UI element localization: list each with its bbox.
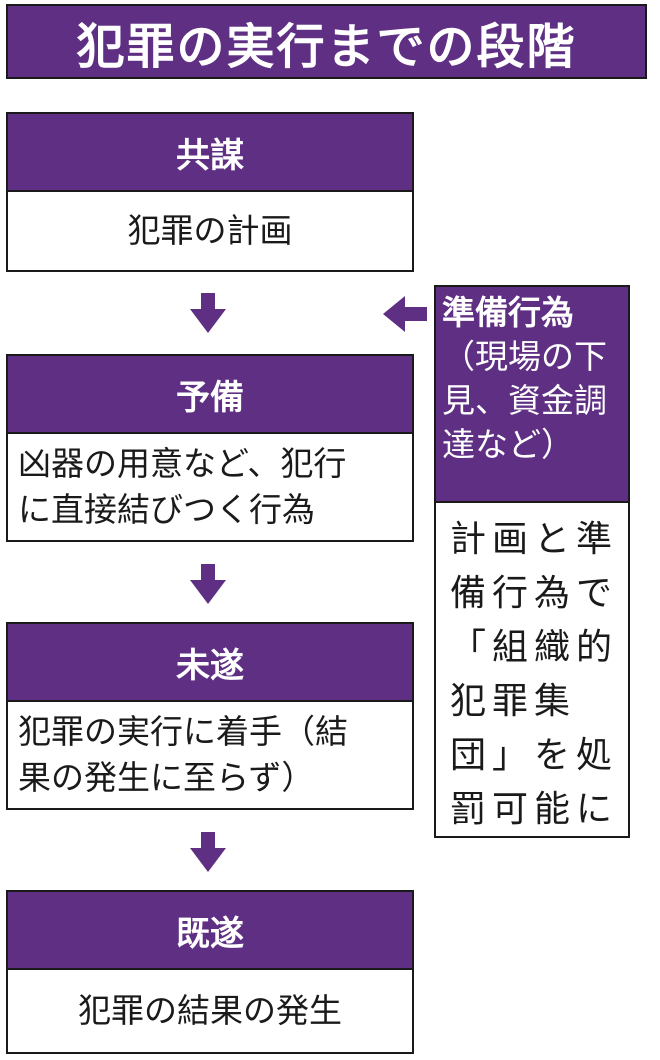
stage-description: 犯罪の実行に着手（結 果の発生に至らず） <box>8 702 412 808</box>
side-note-line: 団」を処 <box>450 735 619 776</box>
preparatory-act-title: 準備行為 <box>442 293 574 332</box>
stage-description: 犯罪の計画 <box>8 192 412 270</box>
stage-name: 未遂 <box>8 624 412 702</box>
stage-name: 予備 <box>8 356 412 434</box>
side-note-line: 罰可能に <box>450 789 619 830</box>
page-title: 犯罪の実行までの段階 <box>6 4 647 79</box>
side-note-box: 計画と準 備行為で 「組織的 犯罪集 団」を処 罰可能に <box>434 503 630 838</box>
preparatory-act-detail-line: （現場の下 <box>442 337 607 376</box>
preparatory-act-detail-line: 達など） <box>442 425 574 464</box>
side-note-line: 計画と準 <box>450 519 619 560</box>
side-note-line: 犯罪集 <box>450 681 577 722</box>
stage-description-line: 犯罪の結果の発生 <box>78 991 342 1030</box>
stage-description-line: に直接結びつく行為 <box>18 490 315 529</box>
side-note-line: 備行為で <box>450 573 619 614</box>
stage-description-line: 犯罪の計画 <box>127 211 293 250</box>
stage-completion: 既遂 犯罪の結果の発生 <box>6 890 414 1054</box>
stage-conspiracy: 共謀 犯罪の計画 <box>6 112 414 272</box>
preparatory-act-detail-line: 見、資金調 <box>442 381 607 420</box>
preparatory-act-box: 準備行為 （現場の下 見、資金調 達など） <box>434 285 630 503</box>
stage-description-line: 凶器の用意など、犯行 <box>18 444 347 483</box>
stage-description: 凶器の用意など、犯行 に直接結びつく行為 <box>8 434 412 540</box>
stage-preparation: 予備 凶器の用意など、犯行 に直接結びつく行為 <box>6 354 414 542</box>
down-arrow-icon <box>190 293 226 333</box>
left-arrow-icon <box>383 296 427 332</box>
stage-description: 犯罪の結果の発生 <box>8 970 412 1052</box>
down-arrow-icon <box>190 832 226 872</box>
stage-description-line: 果の発生に至らず） <box>18 758 315 797</box>
stage-name: 共謀 <box>8 114 412 192</box>
down-arrow-icon <box>190 564 226 604</box>
side-note-line: 「組織的 <box>450 627 619 668</box>
stage-attempt: 未遂 犯罪の実行に着手（結 果の発生に至らず） <box>6 622 414 810</box>
stage-description-line: 犯罪の実行に着手（結 <box>18 712 348 751</box>
stage-name: 既遂 <box>8 892 412 970</box>
